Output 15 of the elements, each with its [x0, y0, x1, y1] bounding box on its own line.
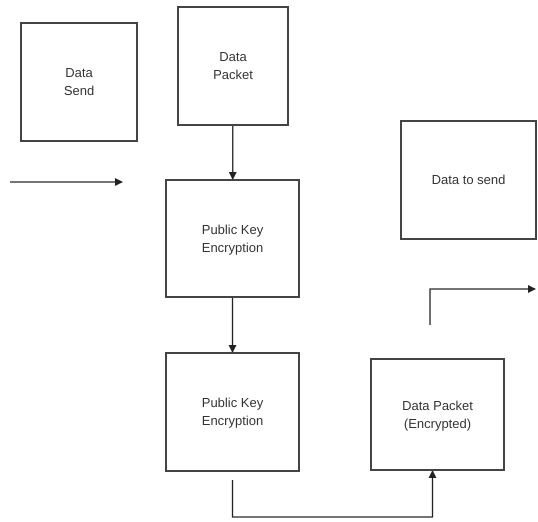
process-box: [400, 120, 537, 240]
process-box: [165, 179, 300, 298]
process-box: [177, 6, 289, 126]
node-label: Data Packet (Encrypted): [401, 396, 474, 432]
node-label: Public Key Encryption: [200, 220, 264, 256]
node-label: Data Packet: [212, 48, 254, 84]
process-box: [165, 352, 300, 472]
node-label: Data to send: [432, 171, 506, 189]
process-box: [370, 358, 505, 471]
process-box: [20, 22, 138, 142]
arrow: [228, 126, 237, 180]
arrow: [228, 298, 236, 353]
node-label: Data Send: [62, 64, 96, 100]
arrow: [232, 470, 436, 518]
node-label: Public Key Encryption: [200, 394, 264, 430]
